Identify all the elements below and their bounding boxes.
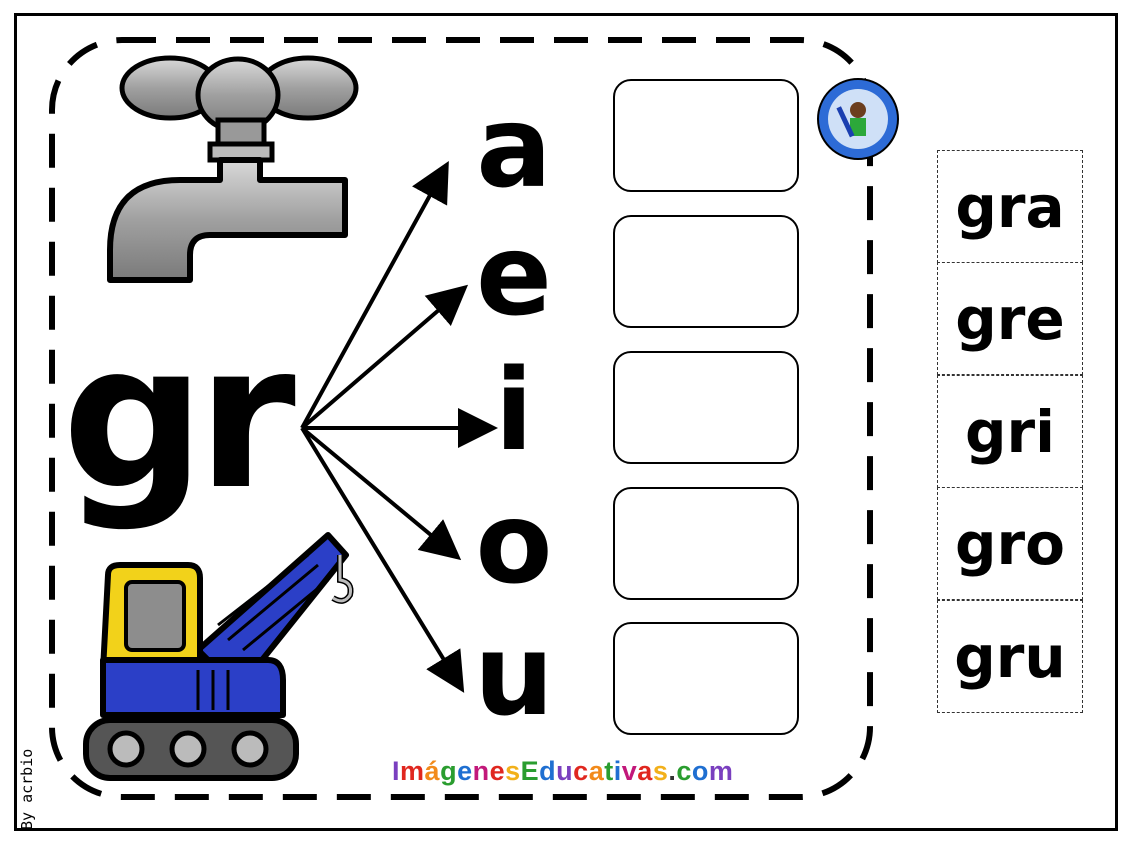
brand-letter: c — [676, 756, 692, 786]
digraph-label: gr — [62, 301, 296, 534]
vowel-o: o — [475, 479, 553, 609]
page-frame — [14, 13, 1118, 831]
brand-letter: e — [457, 756, 473, 786]
brand-watermark: ImágenesEducativas.com — [392, 756, 733, 787]
brand-letter: c — [573, 756, 589, 786]
brand-letter: s — [505, 756, 521, 786]
brand-letter: e — [489, 756, 506, 786]
faucet-icon — [107, 55, 359, 283]
answer-box-a[interactable] — [613, 79, 799, 192]
arrow-to-u — [300, 426, 465, 693]
syllable-card-gru[interactable]: gru — [937, 600, 1083, 713]
brand-letter: a — [637, 756, 653, 786]
brand-letter: I — [392, 756, 401, 786]
brand-letter: a — [588, 756, 605, 786]
brand-letter: s — [652, 756, 669, 786]
brand-letter: . — [668, 756, 677, 786]
vowel-a: a — [476, 83, 552, 213]
logo-badge-icon — [817, 78, 899, 160]
crane-truck-icon — [83, 532, 354, 781]
brand-letter: v — [621, 756, 638, 786]
brand-letter: á — [424, 756, 441, 786]
syllable-card-gra[interactable]: gra — [937, 150, 1083, 263]
syllable-card-gro[interactable]: gro — [937, 487, 1083, 600]
brand-letter: i — [613, 756, 622, 786]
vowel-i: i — [494, 346, 534, 476]
brand-letter: d — [539, 756, 557, 786]
vowel-u: u — [474, 611, 554, 741]
brand-letter: m — [400, 756, 425, 786]
brand-letter: o — [691, 756, 709, 786]
answer-box-u[interactable] — [613, 622, 799, 735]
syllable-card-gri[interactable]: gri — [937, 375, 1083, 488]
answer-box-i[interactable] — [613, 351, 799, 464]
arrow-to-o — [300, 426, 462, 561]
brand-letter: g — [440, 756, 458, 786]
vowel-e: e — [476, 211, 552, 341]
brand-letter: n — [472, 756, 490, 786]
byline: By acrbio — [18, 748, 36, 830]
brand-letter: u — [556, 756, 574, 786]
answer-box-o[interactable] — [613, 487, 799, 600]
brand-letter: m — [708, 756, 734, 786]
brand-letter: t — [604, 756, 614, 786]
arrow-to-a — [300, 160, 449, 429]
answer-box-e[interactable] — [613, 215, 799, 328]
brand-letter: E — [520, 756, 540, 786]
arrow-to-e — [300, 284, 469, 430]
syllable-card-gre[interactable]: gre — [937, 262, 1083, 375]
